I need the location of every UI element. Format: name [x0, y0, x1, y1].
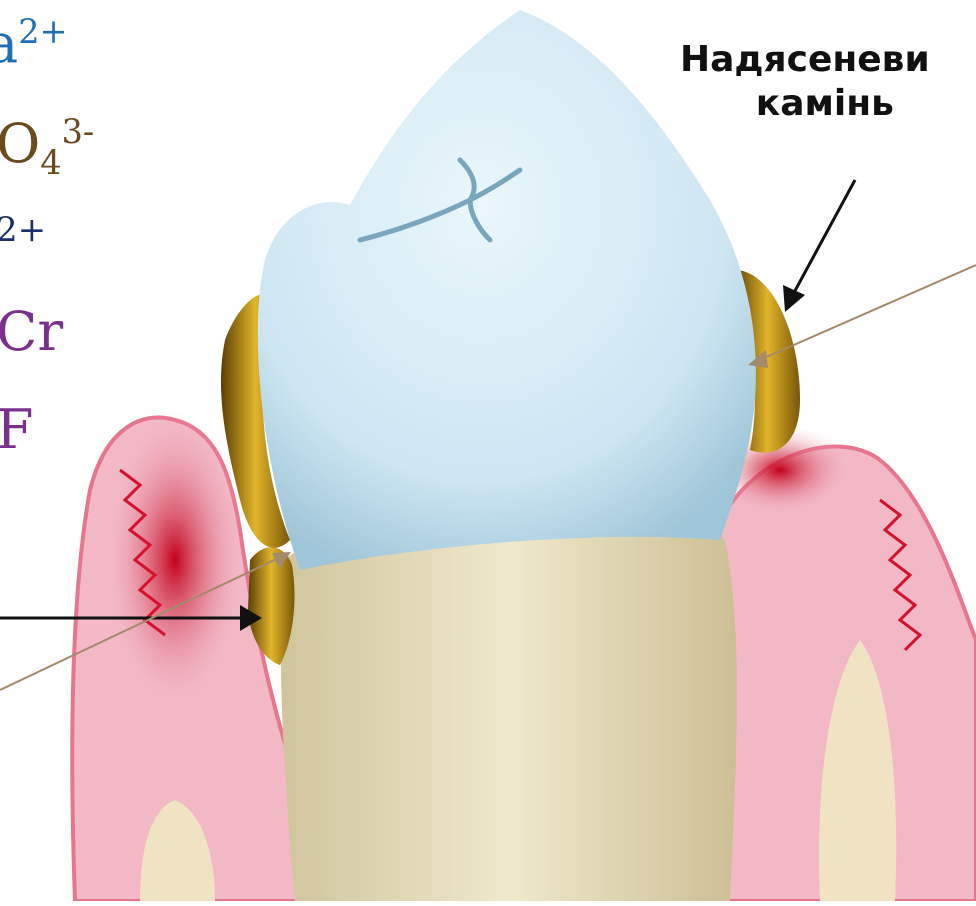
magnesium-ion: 2+ [0, 210, 46, 250]
supragingival-arrow [790, 180, 855, 300]
chromium-label: Cr [0, 300, 63, 363]
tooth-root [281, 520, 737, 901]
left-gum-inflammation [105, 410, 245, 710]
fluorine-label: F [0, 398, 33, 461]
supragingival-arrowhead [783, 285, 805, 312]
supragingival-label: Надясеневи камінь [680, 38, 930, 126]
calcium-ion: a2+ [0, 12, 68, 75]
pointer-line-right [755, 265, 976, 362]
phosphate-ion: O43- [0, 112, 94, 182]
supragingival-label-line1: Надясеневи [680, 38, 930, 82]
supragingival-label-line2: камінь [680, 82, 930, 126]
